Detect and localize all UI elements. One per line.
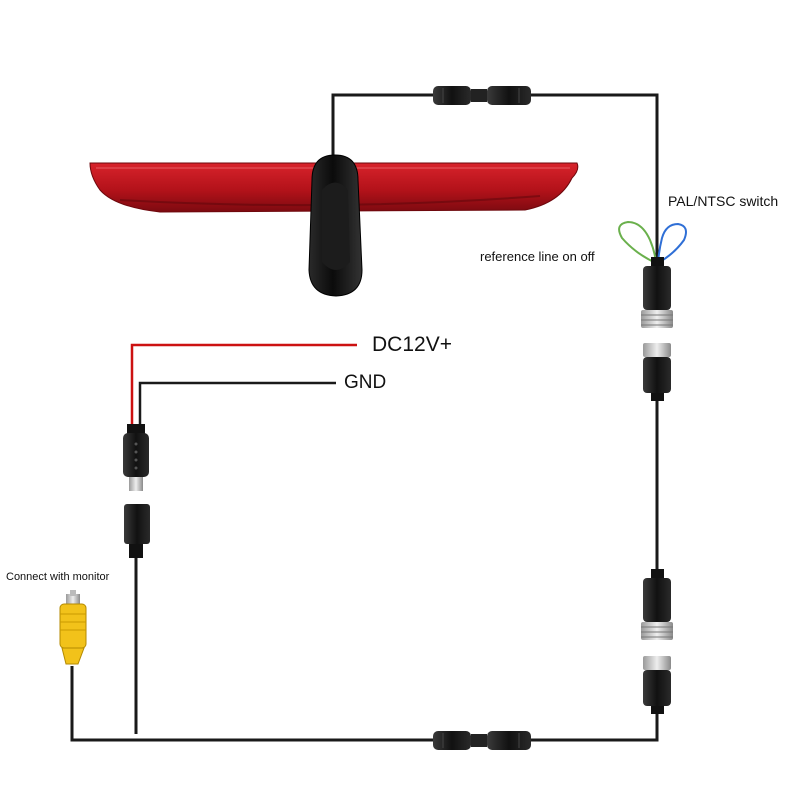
inline-connector-top xyxy=(433,86,531,105)
camera-body xyxy=(308,154,363,297)
dc12v-wire xyxy=(130,343,357,425)
gnd-wire xyxy=(138,381,336,425)
video-cable-loop xyxy=(70,93,659,742)
reference-line-label: reference line on off xyxy=(480,249,595,264)
switch-loops xyxy=(618,220,687,264)
pal-ntsc-loop xyxy=(657,222,687,264)
rca-yellow-plug xyxy=(59,590,87,665)
inline-connector-bottom xyxy=(433,731,531,750)
aviation-connector-upper xyxy=(641,257,673,401)
dc12v-label: DC12V+ xyxy=(372,333,452,356)
gnd-label: GND xyxy=(344,372,387,393)
power-leads xyxy=(130,343,357,425)
pal-ntsc-switch-label: PAL/NTSC switch xyxy=(668,193,779,209)
monitor-connection-label: Connect with monitor xyxy=(6,571,110,583)
reference-line-loop xyxy=(618,220,657,264)
aviation-connector-lower xyxy=(641,569,673,714)
dc-power-jack xyxy=(123,424,150,558)
